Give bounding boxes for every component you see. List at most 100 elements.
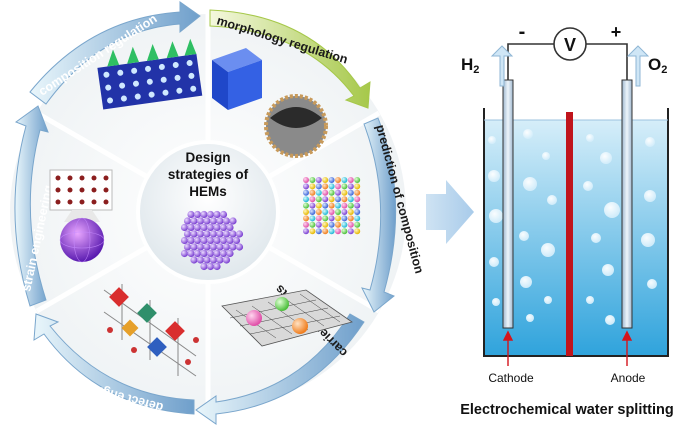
nanoparticle-atom bbox=[229, 230, 237, 238]
nanoparticle-atom bbox=[190, 256, 198, 264]
gas-bubble bbox=[605, 315, 615, 325]
grid-atom bbox=[328, 189, 335, 196]
grid-atom bbox=[303, 202, 309, 209]
grid-atom bbox=[322, 183, 329, 190]
grid-atom bbox=[341, 215, 348, 222]
nanoparticle-atom bbox=[196, 256, 205, 264]
voltage-label: V bbox=[564, 35, 576, 55]
grid-atom bbox=[335, 196, 341, 203]
minus-terminal: - bbox=[519, 21, 526, 43]
nanoparticle-atom bbox=[200, 249, 208, 258]
gas-bubble bbox=[544, 296, 552, 304]
gas-bubble bbox=[519, 231, 529, 241]
nanoparticle-atom bbox=[200, 210, 208, 219]
grid-atom bbox=[328, 196, 335, 203]
grid-atom bbox=[341, 177, 348, 183]
grid-atom bbox=[347, 228, 354, 235]
nanoparticle-atom bbox=[187, 223, 195, 232]
grid-atom bbox=[309, 215, 316, 222]
grid-atom bbox=[354, 177, 361, 183]
nanoparticle-atom bbox=[203, 230, 211, 238]
h2-label: H2 bbox=[461, 55, 479, 76]
grid-atom bbox=[309, 189, 316, 196]
grid-atom bbox=[315, 228, 322, 235]
gas-bubble bbox=[647, 279, 657, 289]
nanoparticle-atom bbox=[213, 223, 221, 232]
grid-atom bbox=[315, 209, 322, 215]
grid-atom bbox=[303, 221, 309, 228]
gas-bubble bbox=[492, 298, 500, 306]
gas-bubble bbox=[523, 129, 533, 139]
grid-atom bbox=[309, 228, 316, 235]
nanoparticle-atom bbox=[232, 236, 241, 245]
nanoparticle-atom bbox=[206, 249, 215, 258]
nanoparticle-atom bbox=[209, 217, 218, 225]
gas-bubble bbox=[602, 264, 614, 276]
gas-bubble bbox=[586, 296, 594, 304]
grid-atom bbox=[303, 215, 309, 222]
grid-atom bbox=[303, 183, 309, 190]
nanoparticle-atom bbox=[193, 236, 202, 245]
grid-atom bbox=[309, 209, 316, 215]
grid-atom bbox=[354, 202, 361, 209]
grid-atom bbox=[354, 189, 361, 196]
nanoparticle-atom bbox=[180, 223, 189, 232]
cathode-electrode bbox=[502, 79, 514, 329]
grid-atom bbox=[354, 228, 361, 235]
grid-atom bbox=[341, 196, 348, 203]
nanoparticle-atom bbox=[222, 243, 231, 251]
grid-atom bbox=[354, 196, 361, 203]
nanoparticle-atom bbox=[213, 236, 221, 245]
grid-atom bbox=[322, 196, 329, 203]
o2-label: O2 bbox=[648, 55, 667, 76]
nanoparticle-atom bbox=[219, 249, 228, 258]
gas-bubble bbox=[488, 170, 500, 182]
anode-electrode bbox=[621, 79, 633, 329]
grid-atom bbox=[322, 215, 329, 222]
gas-bubble bbox=[641, 233, 655, 247]
nanoparticle-atom bbox=[206, 262, 215, 271]
sector-dividers bbox=[35, 14, 381, 410]
grid-atom bbox=[347, 221, 354, 228]
nanoparticle-atom bbox=[226, 223, 234, 232]
nanoparticle-atom bbox=[196, 243, 205, 251]
nanoparticle-atom bbox=[180, 249, 189, 258]
grid-atom bbox=[354, 209, 361, 215]
cell-caption: Electrochemical water splitting bbox=[460, 402, 674, 418]
grid-atom bbox=[309, 221, 316, 228]
nanoparticle-atom bbox=[213, 210, 221, 219]
nanoparticle-atom bbox=[209, 243, 218, 251]
nanoparticle-atom bbox=[219, 236, 228, 245]
hem-nanoparticle-icon bbox=[180, 210, 244, 271]
nanoparticle-atom bbox=[206, 210, 215, 219]
grid-atom bbox=[303, 228, 309, 235]
grid-atom bbox=[322, 221, 329, 228]
nanoparticle-atom bbox=[213, 249, 221, 258]
grid-atom bbox=[341, 228, 348, 235]
transition-arrow bbox=[426, 180, 474, 244]
grid-atom bbox=[347, 183, 354, 190]
nanoparticle-atom bbox=[229, 217, 237, 225]
arrow-prediction-of-composition bbox=[361, 117, 397, 313]
grid-atom bbox=[335, 228, 341, 235]
violet-sphere-icon bbox=[60, 218, 104, 262]
cathode-pointer bbox=[502, 330, 514, 366]
illustration-carrier-supports bbox=[221, 289, 353, 347]
nanoparticle-atom bbox=[196, 217, 205, 225]
grid-atom bbox=[303, 177, 309, 183]
illustration-defect-crystal bbox=[103, 284, 199, 377]
grid-atom bbox=[335, 221, 341, 228]
grid-atom bbox=[347, 189, 354, 196]
center-title-line2: strategies of bbox=[168, 167, 249, 182]
gas-bubble bbox=[644, 190, 656, 202]
nanoparticle-atom bbox=[213, 262, 221, 271]
nanoparticle-atom bbox=[183, 217, 192, 225]
nanoparticle-atom bbox=[196, 230, 205, 238]
wire-left bbox=[507, 43, 554, 80]
nanoparticle-atom bbox=[200, 223, 208, 232]
ring-arrows bbox=[14, 1, 397, 425]
illustration-prediction-grid bbox=[303, 177, 361, 235]
nanoparticle-atom bbox=[193, 249, 202, 258]
grid-atom bbox=[328, 202, 335, 209]
